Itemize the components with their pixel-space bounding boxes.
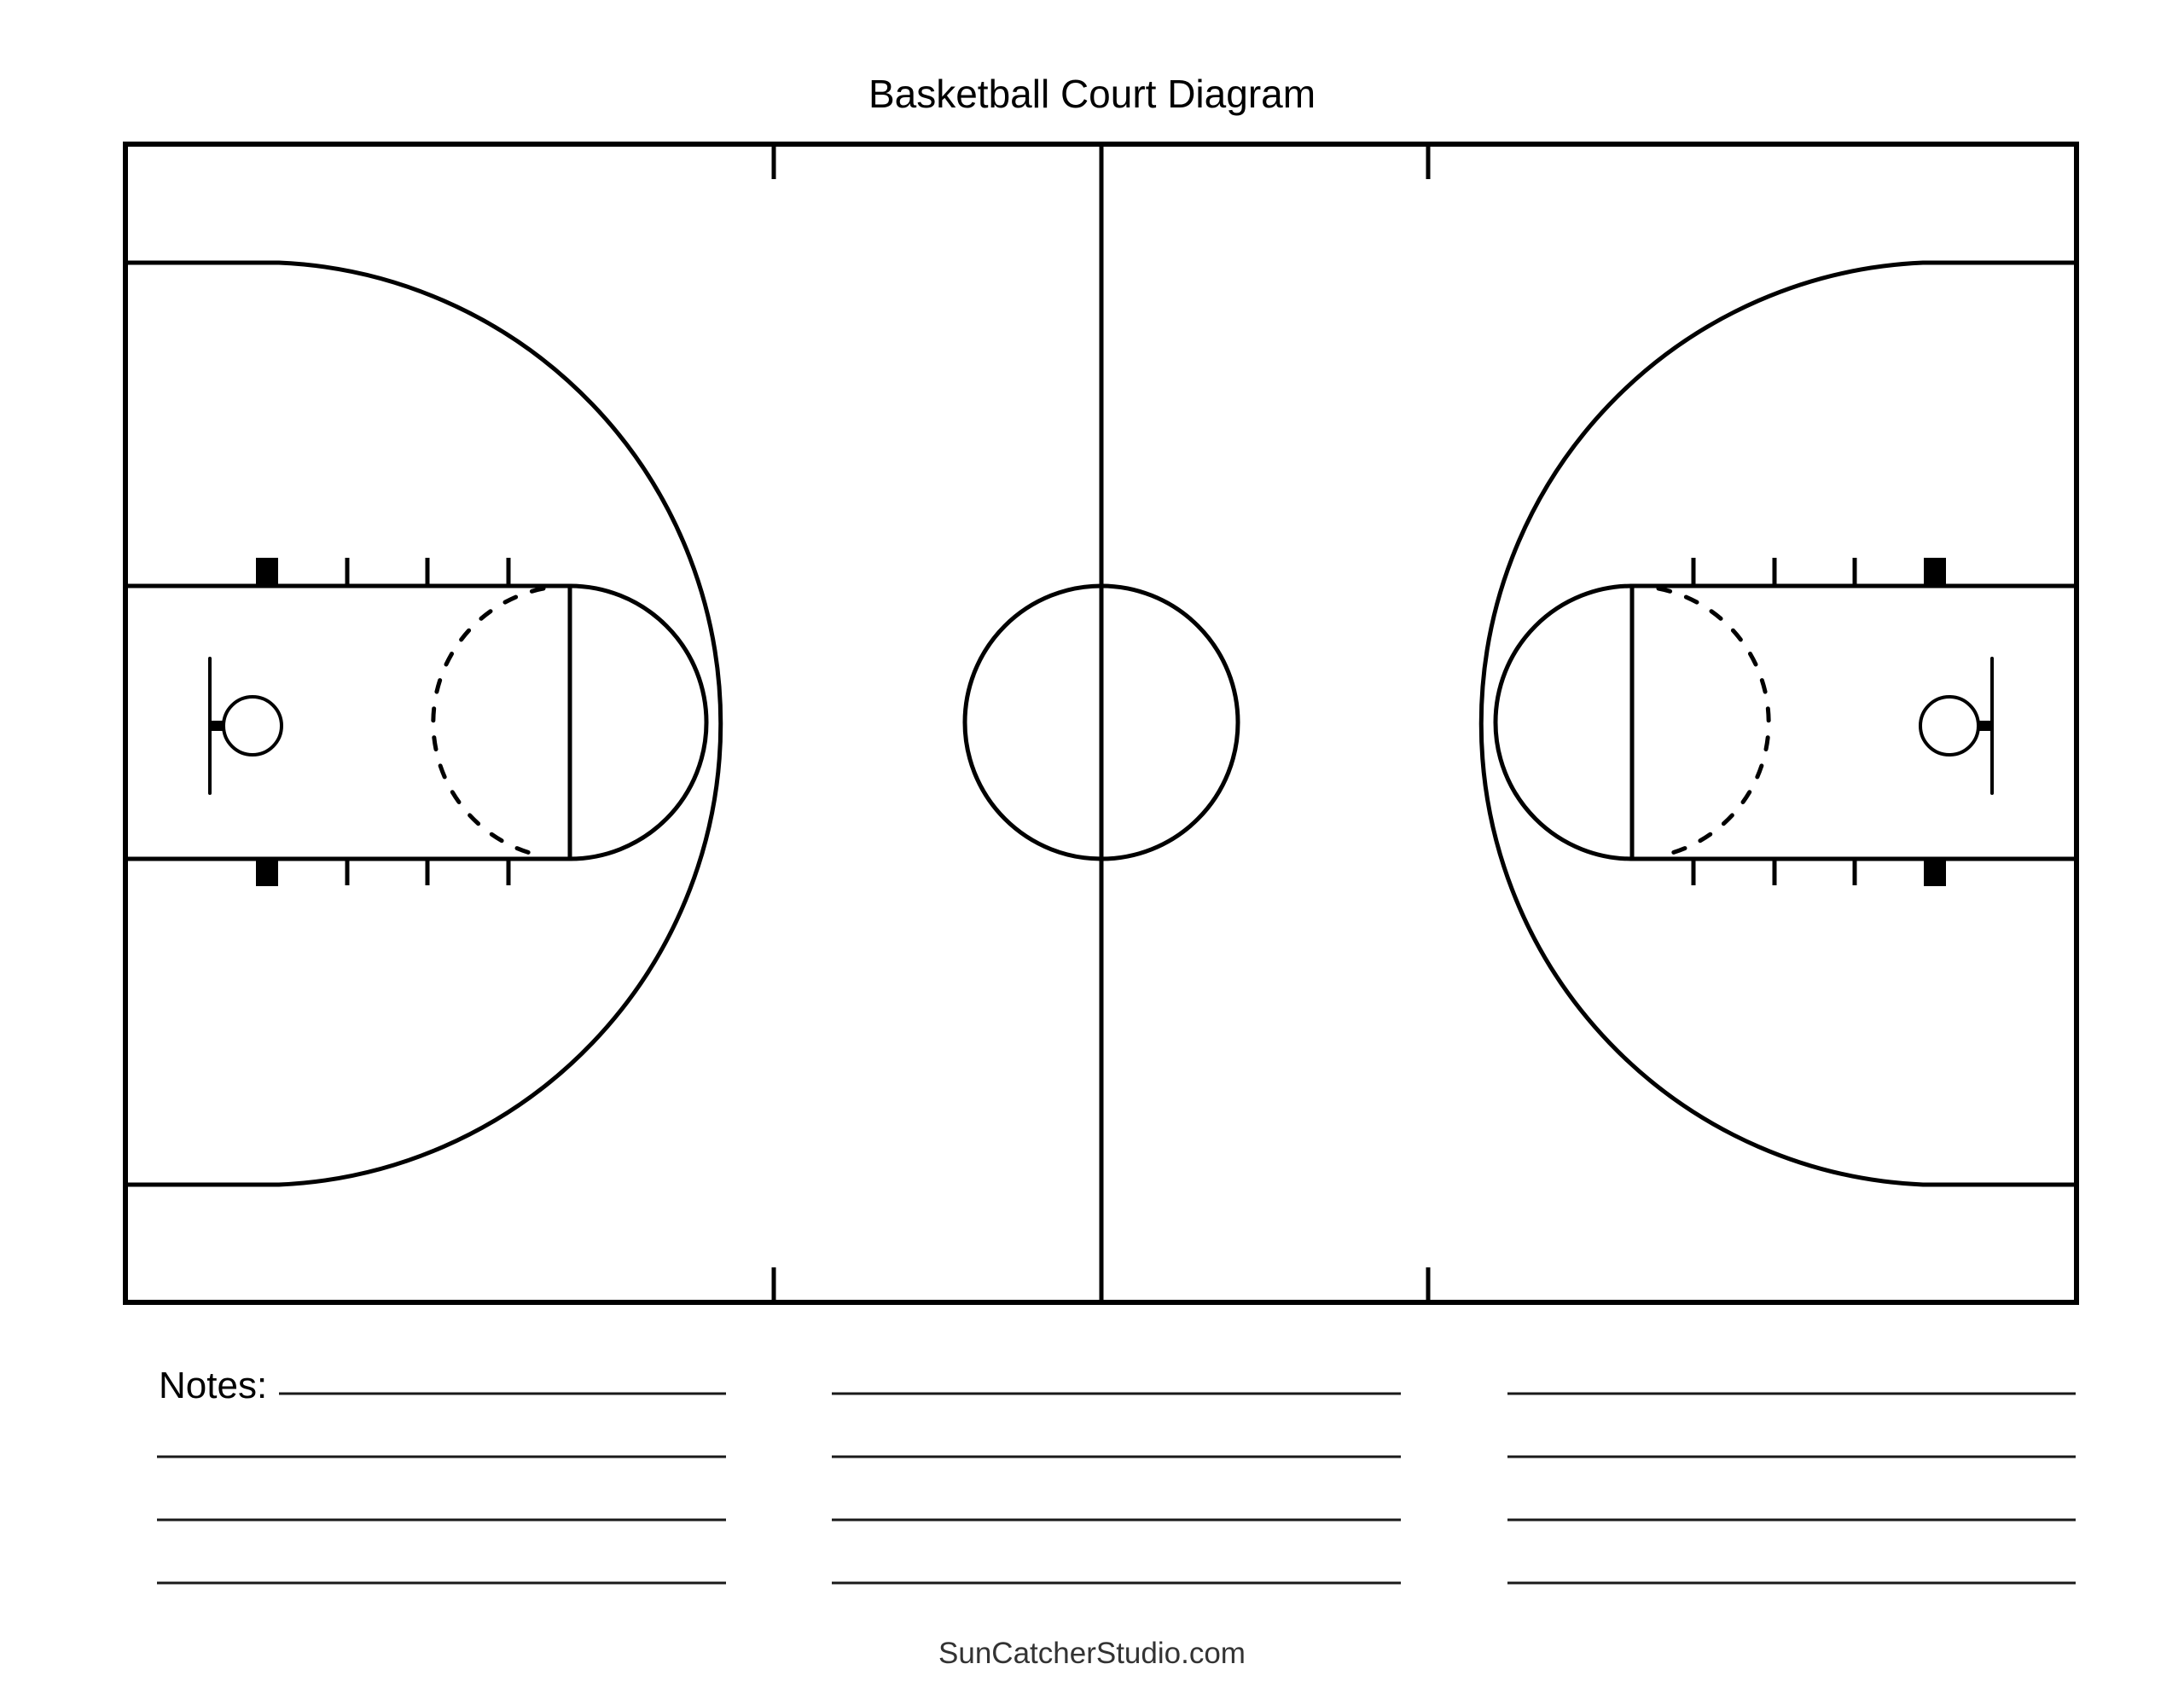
left-rim (222, 695, 283, 757)
right-three-point-line (1478, 260, 2077, 1187)
right-half-court (1478, 260, 2077, 1187)
center-circle (962, 583, 1240, 861)
left-three-point-line (125, 260, 723, 1187)
left-free-throw-circle-dashed (431, 586, 546, 859)
right-lane-blocks (1924, 558, 1946, 886)
notes-column-1 (157, 1392, 726, 1585)
footer-website-link[interactable]: SunCatcherStudio.com (938, 1637, 1246, 1670)
right-free-throw-circle-dashed (1656, 586, 1771, 859)
basketball-court (123, 142, 2079, 1305)
notes-column-2 (832, 1392, 1401, 1585)
page-title: Basketball Court Diagram (868, 72, 1316, 116)
notes-section: Notes: (157, 1365, 2076, 1585)
left-half-court (125, 260, 723, 1187)
left-lane (125, 583, 572, 861)
right-rim (1919, 695, 1980, 757)
sideline-ticks (771, 144, 1431, 1302)
right-lane (1629, 583, 2077, 861)
left-free-throw-circle-solid (569, 583, 709, 861)
left-rim-connector (210, 721, 224, 731)
right-lane-hash-marks (1691, 558, 1857, 885)
notes-column-3 (1507, 1392, 2076, 1585)
notes-label: Notes: (159, 1365, 267, 1406)
right-rim-connector (1978, 721, 1992, 731)
right-free-throw-circle-solid (1493, 583, 1633, 861)
left-lane-blocks (256, 558, 278, 886)
left-lane-hash-marks (345, 558, 511, 885)
